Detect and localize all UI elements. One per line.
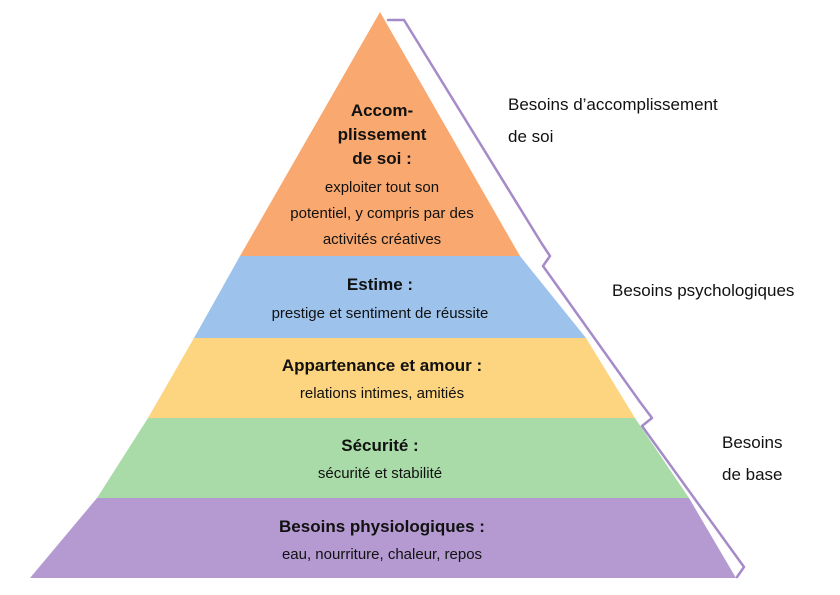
- level-accomplissement-title-line-2: plissement: [338, 125, 427, 144]
- group-accomplissement-label-line-2: de soi: [508, 127, 553, 146]
- level-physiologiques-desc: eau, nourriture, chaleur, repos: [282, 546, 482, 563]
- level-accomplissement-band: [240, 12, 520, 256]
- level-securite-band: [97, 418, 689, 498]
- group-psychologiques-label: Besoins psychologiques: [612, 281, 794, 300]
- group-base-label-line-2: de base: [722, 465, 783, 484]
- grouping-brace: [386, 18, 746, 579]
- level-securite-desc: sécurité et stabilité: [318, 465, 442, 482]
- level-accomplissement-title-line-3: de soi :: [352, 149, 412, 168]
- level-estime-desc: prestige et sentiment de réussite: [272, 305, 489, 322]
- group-base-label-line-1: Besoins: [722, 433, 782, 452]
- level-physiologiques-title: Besoins physiologiques :: [279, 517, 485, 536]
- level-accomplissement-desc-line-3: activités créatives: [323, 231, 441, 248]
- level-estime-title: Estime :: [347, 275, 413, 294]
- level-appartenance-band: [148, 338, 635, 418]
- group-accomplissement-label-line-1: Besoins d’accomplissement: [508, 95, 718, 114]
- level-accomplissement-desc-line-2: potentiel, y compris par des: [290, 205, 473, 222]
- level-appartenance-title: Appartenance et amour :: [282, 356, 482, 375]
- level-appartenance-desc: relations intimes, amitiés: [300, 385, 464, 402]
- level-securite-title: Sécurité :: [341, 436, 418, 455]
- level-accomplissement-desc-line-1: exploiter tout son: [325, 179, 439, 196]
- level-physiologiques-band: [30, 498, 736, 578]
- level-estime-band: [194, 256, 586, 338]
- level-accomplissement-title-line-1: Accom-: [351, 101, 413, 120]
